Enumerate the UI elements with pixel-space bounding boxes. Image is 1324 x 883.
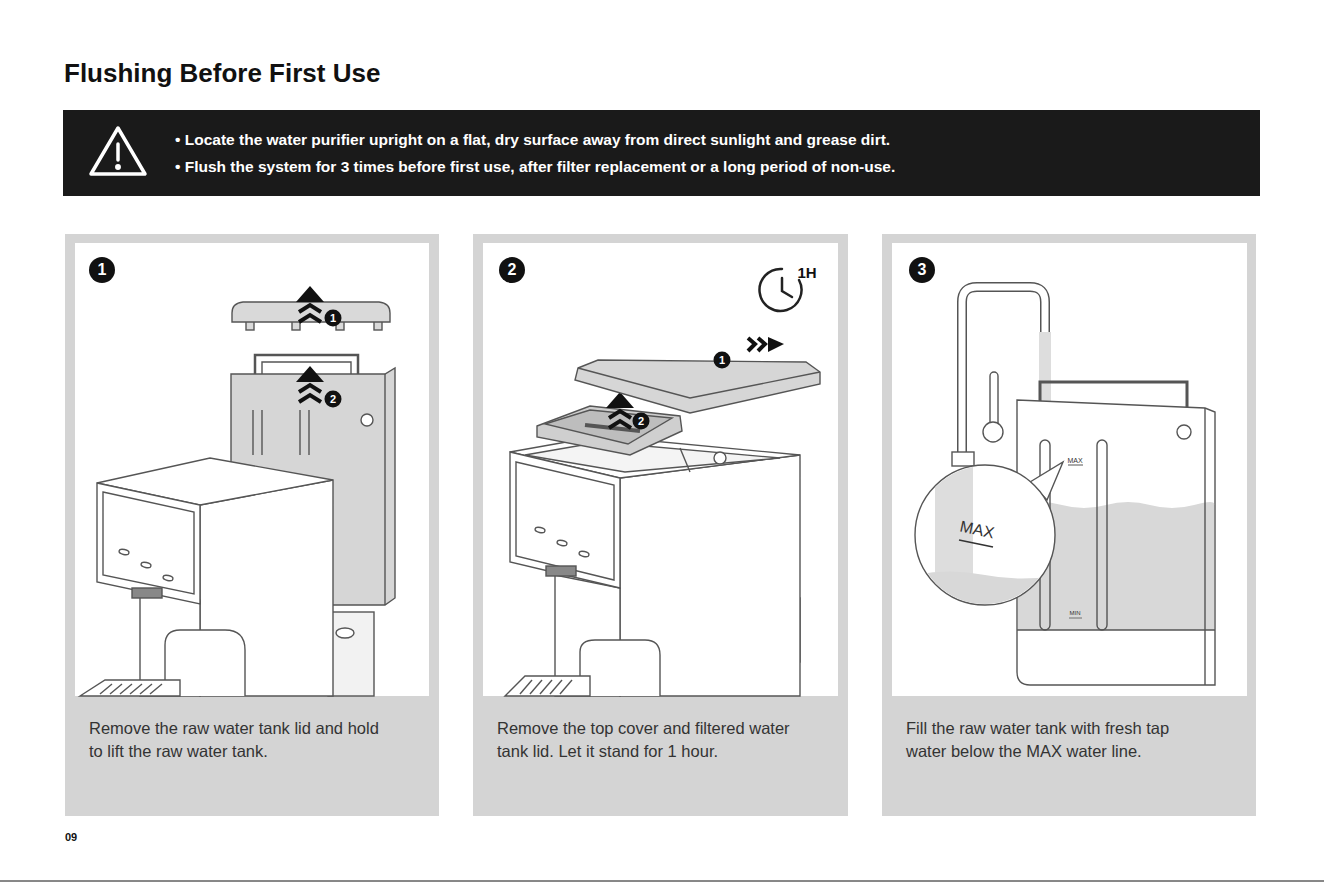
callout-number: 1 <box>719 355 725 366</box>
step-number: 2 <box>499 257 525 283</box>
page-rule <box>0 881 1324 882</box>
max-line-label: MAX <box>1067 457 1082 464</box>
step-number-text: 1 <box>98 262 107 278</box>
callout-number: 1 <box>330 313 336 324</box>
warning-band: • Locate the water purifier upright on a… <box>63 110 1260 196</box>
step-panel: Fill the raw water tank with fresh tap w… <box>882 234 1256 816</box>
warning-text: • Locate the water purifier upright on a… <box>175 126 1260 153</box>
callout-number: 2 <box>330 394 336 405</box>
page-number: 09 <box>65 832 77 843</box>
callout-number: 2 <box>638 416 644 427</box>
step-caption: Fill the raw water tank with fresh tap w… <box>906 717 1206 763</box>
step-number: 1 <box>89 257 115 283</box>
page-title: Flushing Before First Use <box>64 58 380 89</box>
warning-text: • Flush the system for 3 times before fi… <box>175 153 1260 180</box>
step-number-text: 3 <box>918 262 927 278</box>
step-number: 3 <box>909 257 935 283</box>
step-panel: Remove the top cover and filtered water … <box>473 234 848 816</box>
step-panel: Remove the raw water tank lid and hold t… <box>65 234 439 816</box>
step-caption: Remove the top cover and filtered water … <box>497 717 797 763</box>
step-number-text: 2 <box>508 262 517 278</box>
time-label: 1H <box>797 265 816 280</box>
min-line-label: MIN <box>1070 610 1081 616</box>
step-caption: Remove the raw water tank lid and hold t… <box>89 717 389 763</box>
